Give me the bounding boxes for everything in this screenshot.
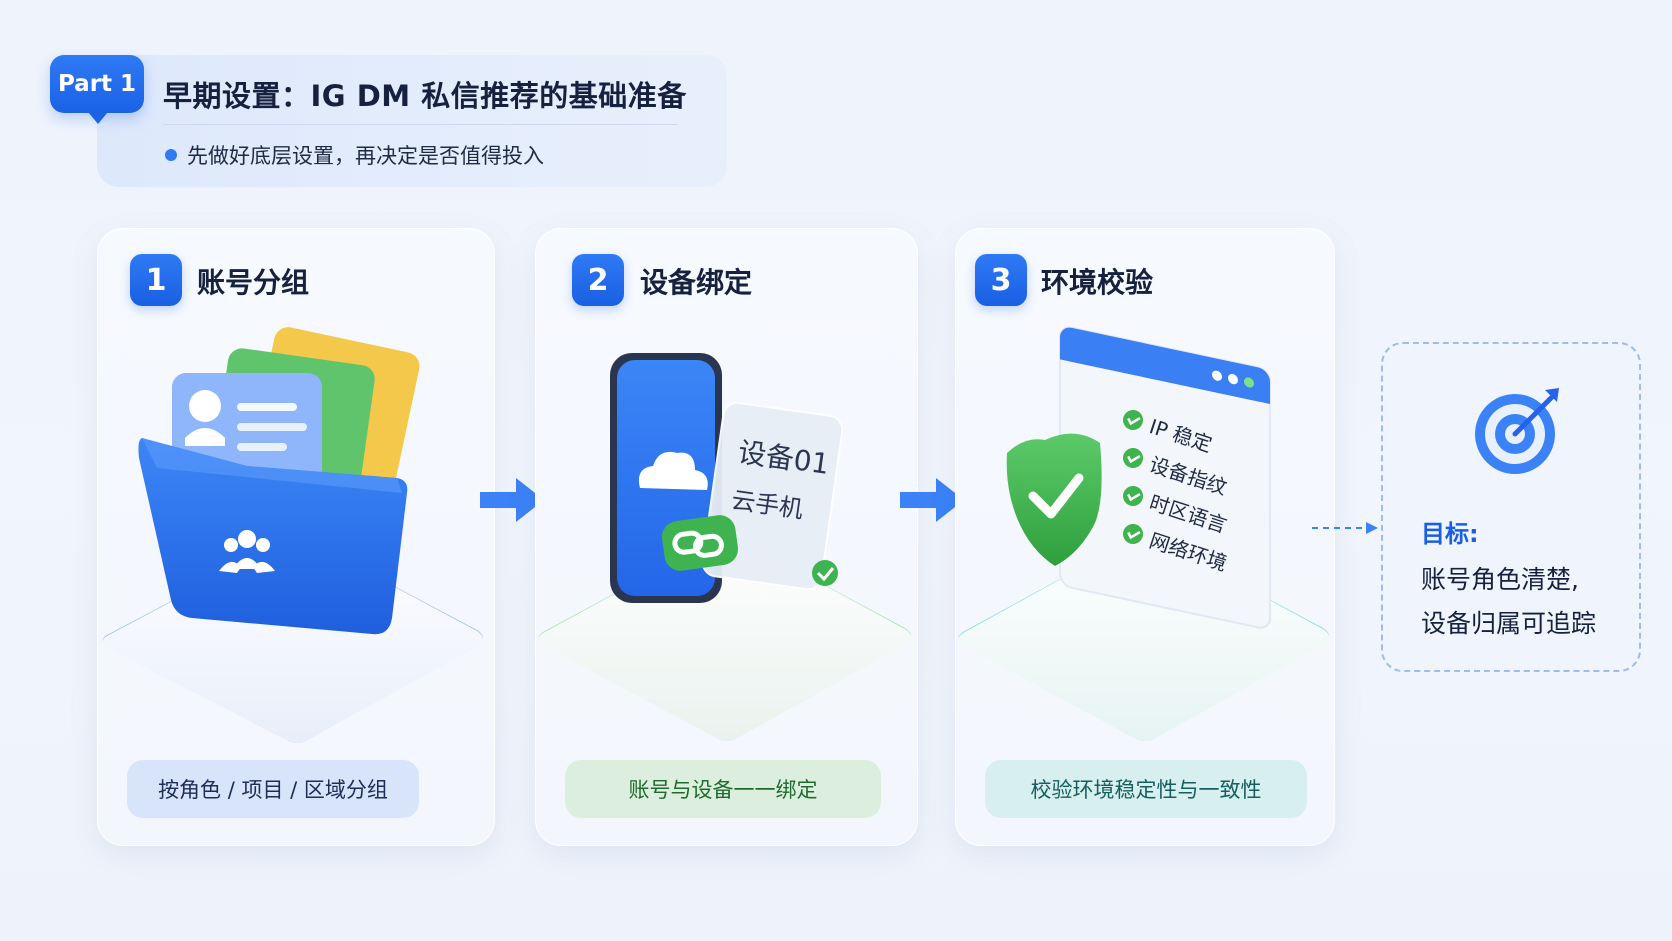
step-number: 2 xyxy=(572,254,624,306)
section-header xyxy=(97,55,727,187)
folder-illustration xyxy=(102,327,484,743)
page-title: 早期设置：IG DM 私信推荐的基础准备 xyxy=(163,79,687,113)
subtitle-text: 先做好底层设置，再决定是否值得投入 xyxy=(187,144,544,168)
bullet-icon xyxy=(165,149,177,161)
arrow-right-icon xyxy=(480,478,544,522)
step-number: 3 xyxy=(975,254,1027,306)
goal-label: 目标: xyxy=(1421,520,1479,548)
step-title: 账号分组 xyxy=(197,266,310,299)
step-title: 设备绑定 xyxy=(640,266,753,299)
header-divider xyxy=(163,124,678,125)
step-card-account-grouping: 1 账号分组 按角色 / 项目 / 区域分组 xyxy=(97,228,495,846)
header-subtitle: 先做好底层设置，再决定是否值得投入 xyxy=(165,140,544,170)
step-card-environment-check: 3 环境校验 IP 稳定 设备指纹 时区语言 网络环境 校验环境稳定性与一致性 xyxy=(955,228,1335,846)
step-card-device-binding: 2 设备绑定 设备01 云手机 账号与设备一一绑定 xyxy=(535,228,918,846)
environment-check-illustration: IP 稳定 设备指纹 时区语言 网络环境 xyxy=(958,326,1329,741)
phone-binding-illustration: 设备01 云手机 xyxy=(538,353,911,741)
goal-line: 设备归属可追踪 xyxy=(1421,609,1597,638)
step-caption: 按角色 / 项目 / 区域分组 xyxy=(127,760,419,818)
step-caption: 账号与设备一一绑定 xyxy=(565,760,881,818)
arrow-right-icon xyxy=(900,478,964,522)
part-badge: Part 1 xyxy=(50,55,144,124)
step-caption: 校验环境稳定性与一致性 xyxy=(985,760,1307,818)
step-number: 1 xyxy=(130,254,182,306)
goal-text: 账号角色清楚, 设备归属可追踪 xyxy=(1421,558,1596,646)
goal-box: 目标: 账号角色清楚, 设备归属可追踪 xyxy=(1381,342,1641,672)
target-icon xyxy=(1475,388,1559,474)
dashed-arrow-icon xyxy=(1312,522,1378,534)
step-title: 环境校验 xyxy=(1041,266,1154,299)
goal-line: 账号角色清楚, xyxy=(1421,565,1579,594)
